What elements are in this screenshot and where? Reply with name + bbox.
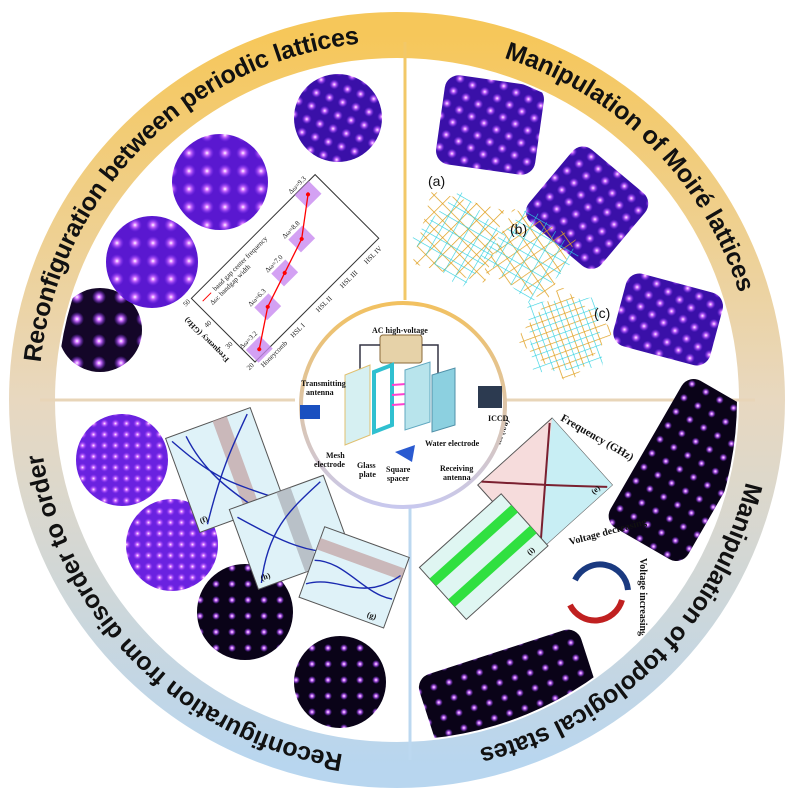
lattice-disordered-1 <box>76 414 168 506</box>
voltage-cycle-icon <box>567 561 631 624</box>
lattice-hsl-4 <box>294 74 382 162</box>
lattice-hsl-1 <box>106 216 198 308</box>
label-transmitting-2: antenna <box>306 388 334 397</box>
legend-line-icon <box>202 292 212 302</box>
label-water: Water electrode <box>425 439 480 448</box>
center-frequency-point <box>257 347 262 352</box>
panel-label-f: (f) <box>198 514 209 525</box>
moire-image-a <box>436 75 544 175</box>
experimental-setup: AC high-voltage Transmitting antenna ICC… <box>299 301 509 509</box>
moire-image-c <box>613 273 723 366</box>
panel-label-h: (h) <box>259 571 272 583</box>
topo-lattice-image-1 <box>608 379 737 561</box>
lattice-ordered-2 <box>294 636 386 728</box>
label-iccd: ICCD <box>488 414 509 423</box>
center-frequency-point <box>265 304 270 309</box>
center-frequency-point <box>282 270 287 275</box>
label-glass: Glass <box>357 461 376 470</box>
center-frequency-point <box>306 192 311 197</box>
inner-content: Δω=3.2Δω=6.3Δω=7.0Δω=8.8Δω=9.3 Honeycomb… <box>58 74 737 740</box>
lattice-honeycomb <box>58 288 142 372</box>
label-glass-2: plate <box>359 470 376 479</box>
label-receiving: Receiving <box>440 464 473 473</box>
panel-label-g: (g) <box>366 610 378 622</box>
transmitting-antenna-icon <box>300 405 320 419</box>
mesh-electrode-icon <box>344 364 371 446</box>
label-spacer: Square <box>386 465 411 474</box>
moire-label-c: (c) <box>594 305 610 321</box>
ytick: 20 <box>245 361 256 372</box>
square-spacer-icon <box>372 362 394 435</box>
disorder-lattice-images: (f) (h) (g) <box>76 406 410 728</box>
outer-ring <box>9 12 785 788</box>
periodic-lattice-images <box>58 74 382 372</box>
ytick: 50 <box>181 297 192 308</box>
voltage-increasing-label: Voltage increasing <box>637 558 648 636</box>
moire-label-a: (a) <box>428 173 445 189</box>
ytick: 40 <box>203 319 214 330</box>
water-electrode-icon <box>431 367 456 433</box>
lattice-hsl-2 <box>172 134 268 230</box>
lattice-disordered-2 <box>126 499 218 591</box>
topological-images: (e) Frequency (GHz) kx (π/a) (i) Voltage… <box>418 379 737 740</box>
panel-label-i: (i) <box>525 545 537 557</box>
glass-cell-icon <box>404 361 431 431</box>
label-mesh: Mesh <box>326 451 345 460</box>
center-frequency-point <box>299 236 304 241</box>
label-power: AC high-voltage <box>372 326 428 335</box>
label-mesh-2: electrode <box>314 460 345 469</box>
iccd-camera-icon <box>478 386 502 408</box>
topo-lattice-image-2 <box>418 629 602 740</box>
moire-label-b: (b) <box>510 221 527 237</box>
ytick: 30 <box>224 340 235 351</box>
label-receiving-2: antenna <box>443 473 471 482</box>
lattice-ordered-1 <box>197 564 293 660</box>
moire-lattice-images: (a) (b) (c) <box>410 75 723 385</box>
power-supply-icon <box>379 334 423 364</box>
label-transmitting: Transmitting <box>301 379 346 388</box>
field-inset-i: (i) <box>418 493 549 621</box>
band-panel-g: (g) <box>298 526 410 629</box>
label-spacer-2: spacer <box>387 474 410 483</box>
receiving-antenna-icon <box>395 445 415 462</box>
